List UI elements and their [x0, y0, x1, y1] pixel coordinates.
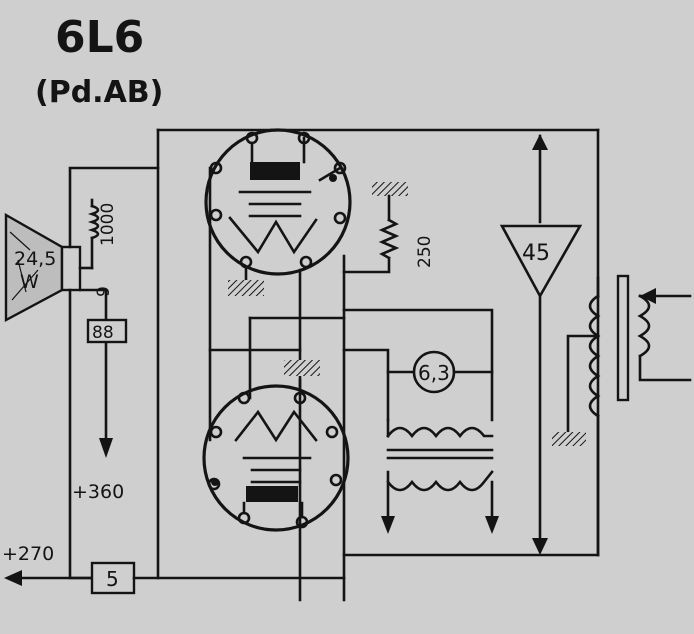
- voice-coil-label: 9: [94, 286, 114, 297]
- input-transformer: [552, 274, 692, 557]
- cathode-resistor-label: 250: [415, 236, 435, 268]
- resistor-box-label: 5: [106, 567, 119, 591]
- field-coil-label: 1000: [98, 203, 118, 246]
- heater-label: 6,3: [418, 361, 450, 385]
- speaker-unit: W: [20, 271, 39, 293]
- choke-box-label: 88: [92, 323, 114, 343]
- heater-circuit: [381, 350, 499, 534]
- speaker-value: 24,5: [14, 248, 56, 270]
- loudspeaker: 24,5 W: [4, 212, 82, 323]
- b-plus-270-label: +270: [2, 543, 54, 565]
- driver-amplifier-45: [499, 134, 583, 555]
- main-rails: [156, 128, 600, 602]
- b-plus-360-label: +360: [72, 481, 124, 503]
- cathode-resistor: [342, 182, 408, 274]
- subtitle: (Pd.AB): [35, 75, 163, 110]
- title: 6L6: [55, 12, 144, 63]
- tube-1: [204, 128, 352, 296]
- b-plus-270-line: [4, 561, 346, 595]
- tube-2: [202, 360, 350, 532]
- amp-label: 45: [522, 241, 550, 266]
